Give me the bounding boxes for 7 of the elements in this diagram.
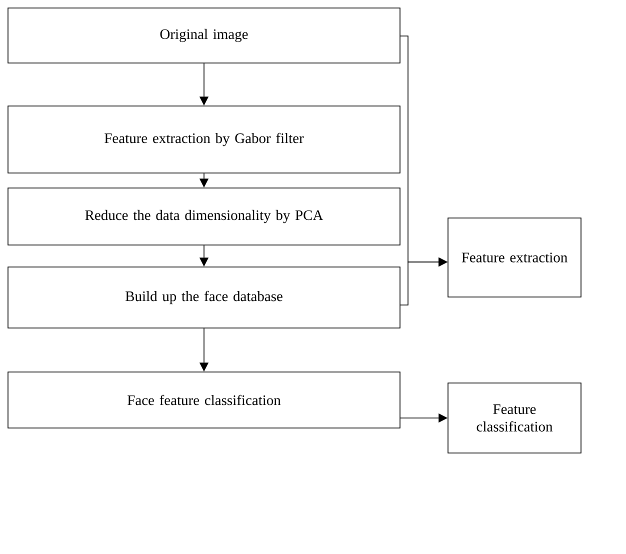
process-box: Feature extraction: [448, 218, 582, 298]
process-box: Feature classification: [448, 382, 582, 454]
process-box: Feature extraction by Gabor filter: [8, 106, 400, 174]
process-box: Original image: [8, 8, 400, 64]
process-box: Build up the face database: [8, 266, 400, 328]
process-box: Face feature classification: [8, 372, 400, 428]
process-box: Reduce the data dimensionality by PCA: [8, 188, 400, 246]
